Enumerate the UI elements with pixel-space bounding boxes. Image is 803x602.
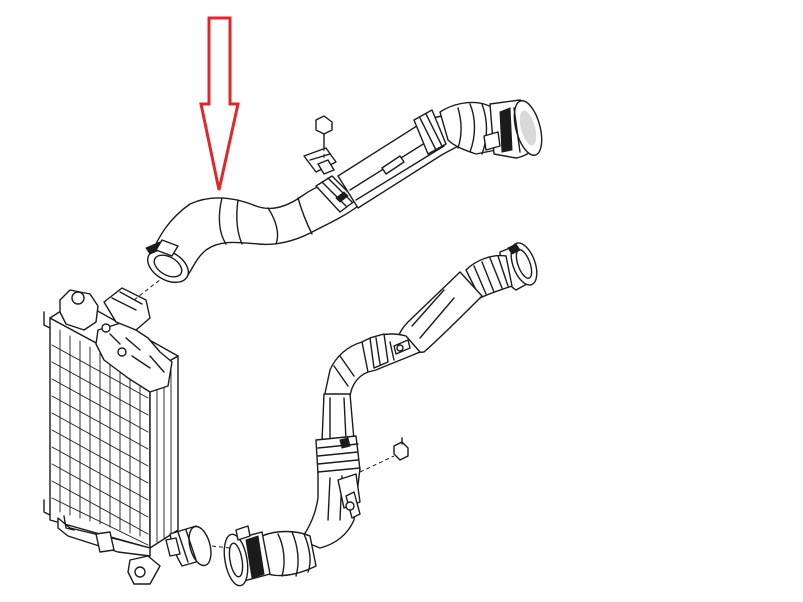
intercooler-core-fins	[51, 329, 172, 546]
down-arrow-icon	[199, 16, 240, 191]
upper-intake-hose	[133, 99, 543, 301]
lower-outlet-connector	[165, 525, 231, 567]
assembly-line-lower	[359, 455, 395, 473]
lower-outlet-hose	[223, 242, 538, 587]
intercooler	[43, 287, 179, 585]
